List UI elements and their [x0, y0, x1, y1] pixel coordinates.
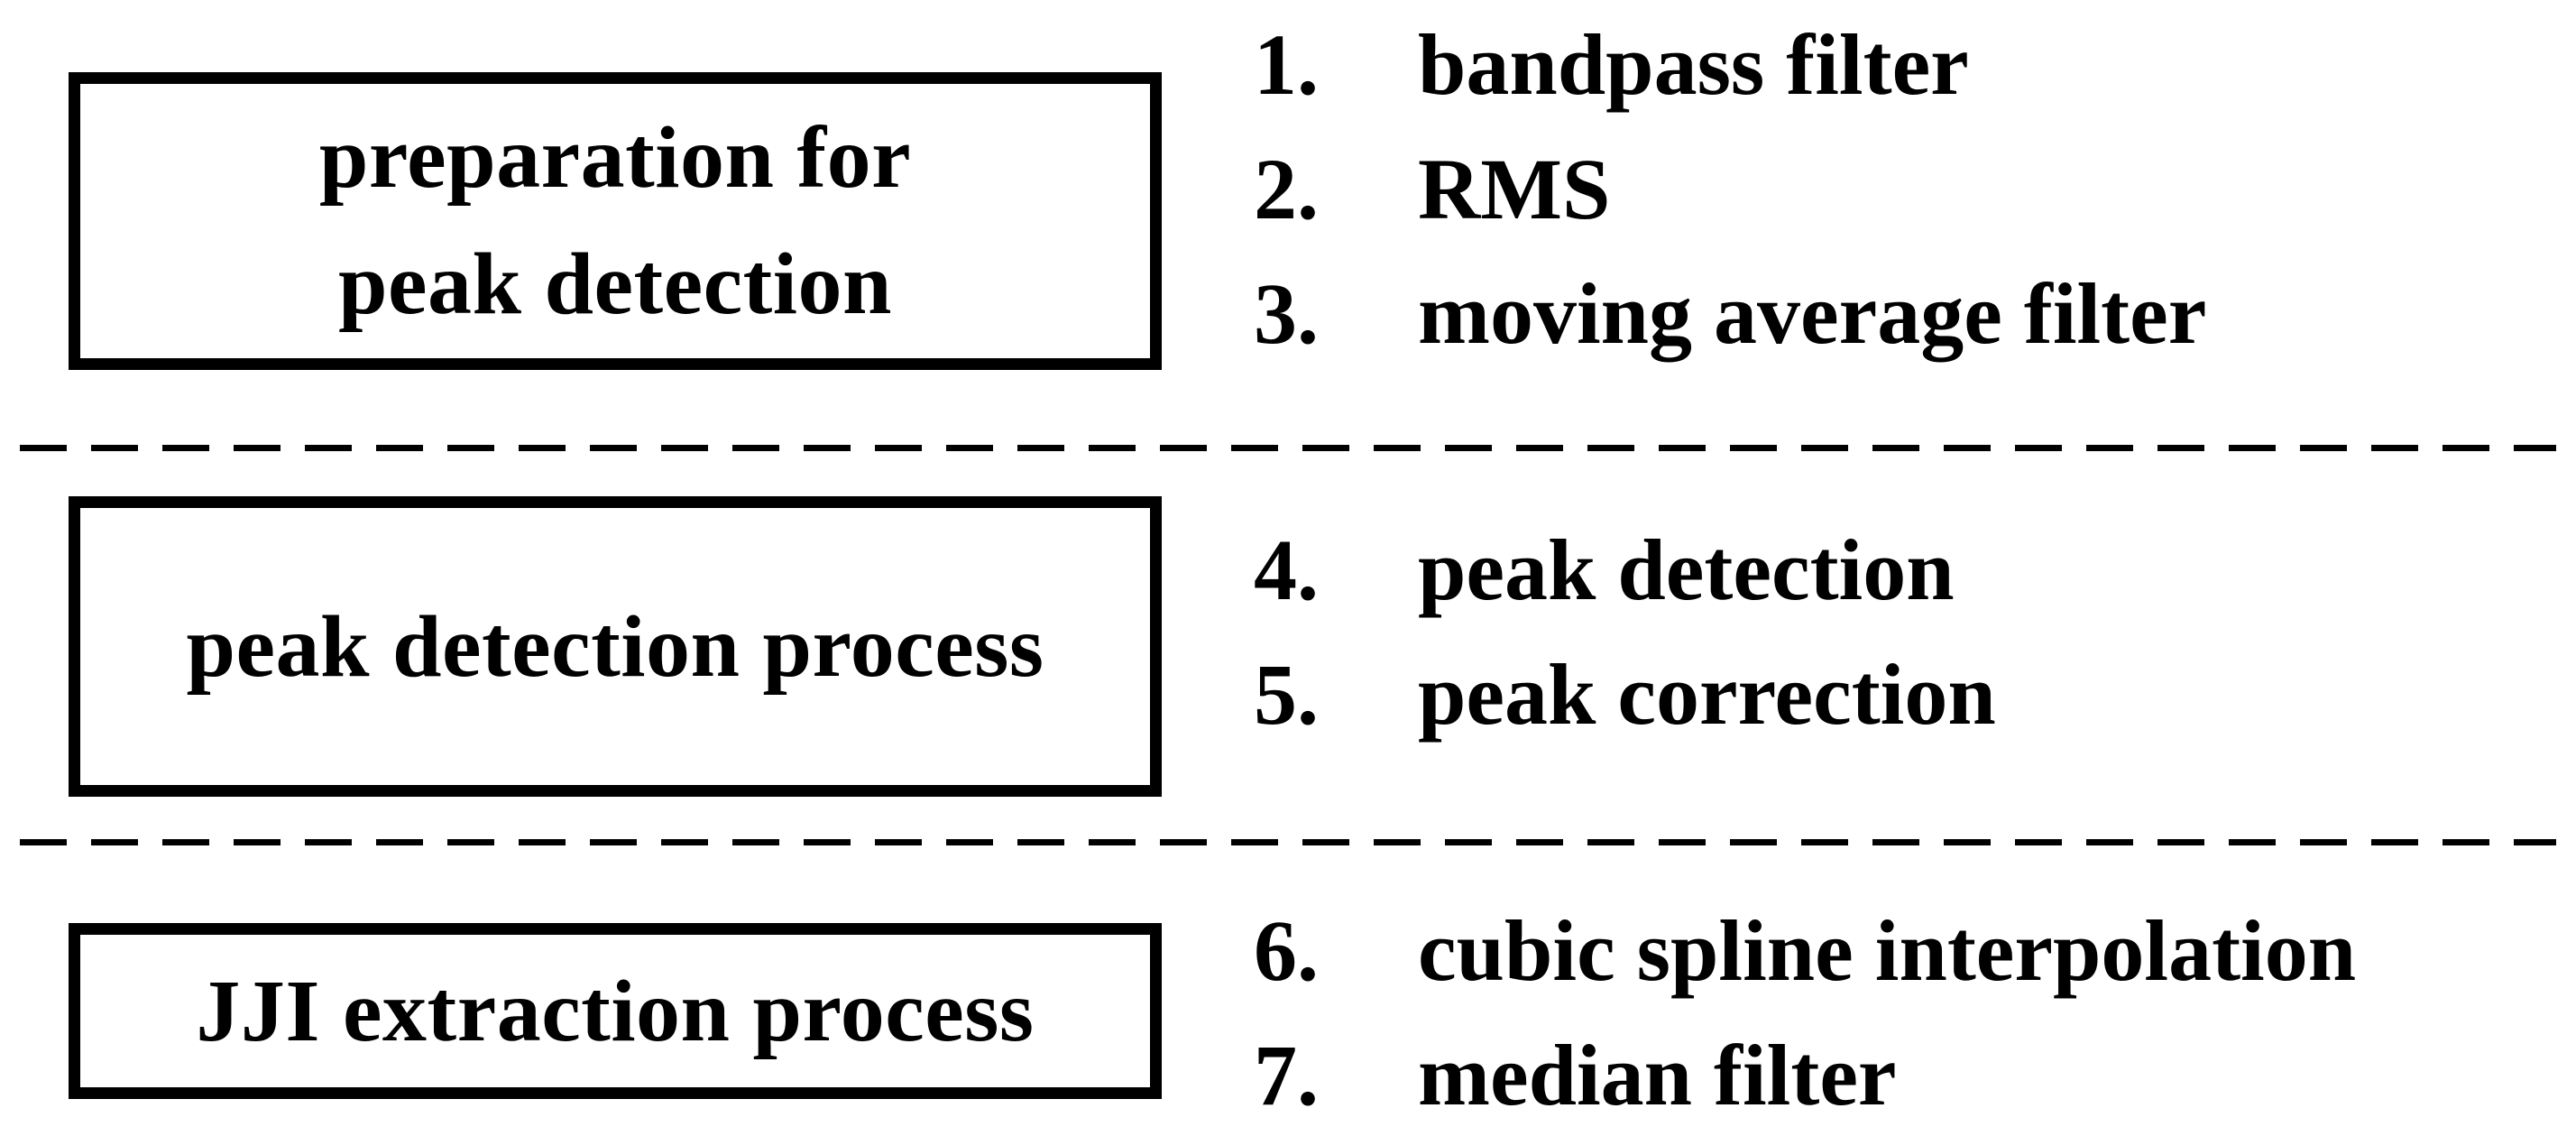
step-number: 2. — [1254, 141, 1319, 237]
stage-label-line: preparation for — [318, 109, 912, 207]
stage-box-jji-extraction: JJI extraction process — [69, 923, 1162, 1099]
dashed-separator — [20, 839, 2556, 845]
stage-label-jji-extraction: JJI extraction process — [196, 948, 1034, 1075]
step-label: cubic spline interpolation — [1418, 902, 2357, 999]
stage-label-line: peak detection process — [186, 597, 1044, 696]
step-number: 1. — [1254, 16, 1319, 113]
dashed-separator — [20, 445, 2556, 451]
stage-box-preparation: preparation for peak detection — [69, 72, 1162, 370]
step-number: 6. — [1254, 902, 1319, 999]
step-label: peak detection — [1418, 522, 1955, 618]
step-label: median filter — [1418, 1027, 1897, 1123]
stage-box-peak-detection: peak detection process — [69, 496, 1162, 797]
stage-label-line: peak detection — [337, 236, 892, 333]
stage-label-line: JJI extraction process — [196, 962, 1035, 1060]
stage-label-preparation: preparation for peak detection — [319, 95, 911, 347]
step-label: peak correction — [1418, 646, 1996, 743]
step-number: 3. — [1254, 265, 1319, 362]
step-label: bandpass filter — [1418, 16, 1969, 113]
step-label: RMS — [1418, 141, 1611, 237]
stage-label-peak-detection: peak detection process — [187, 584, 1044, 710]
step-number: 7. — [1254, 1027, 1319, 1123]
step-number: 5. — [1254, 646, 1319, 743]
step-label: moving average filter — [1418, 265, 2207, 362]
step-number: 4. — [1254, 522, 1319, 618]
